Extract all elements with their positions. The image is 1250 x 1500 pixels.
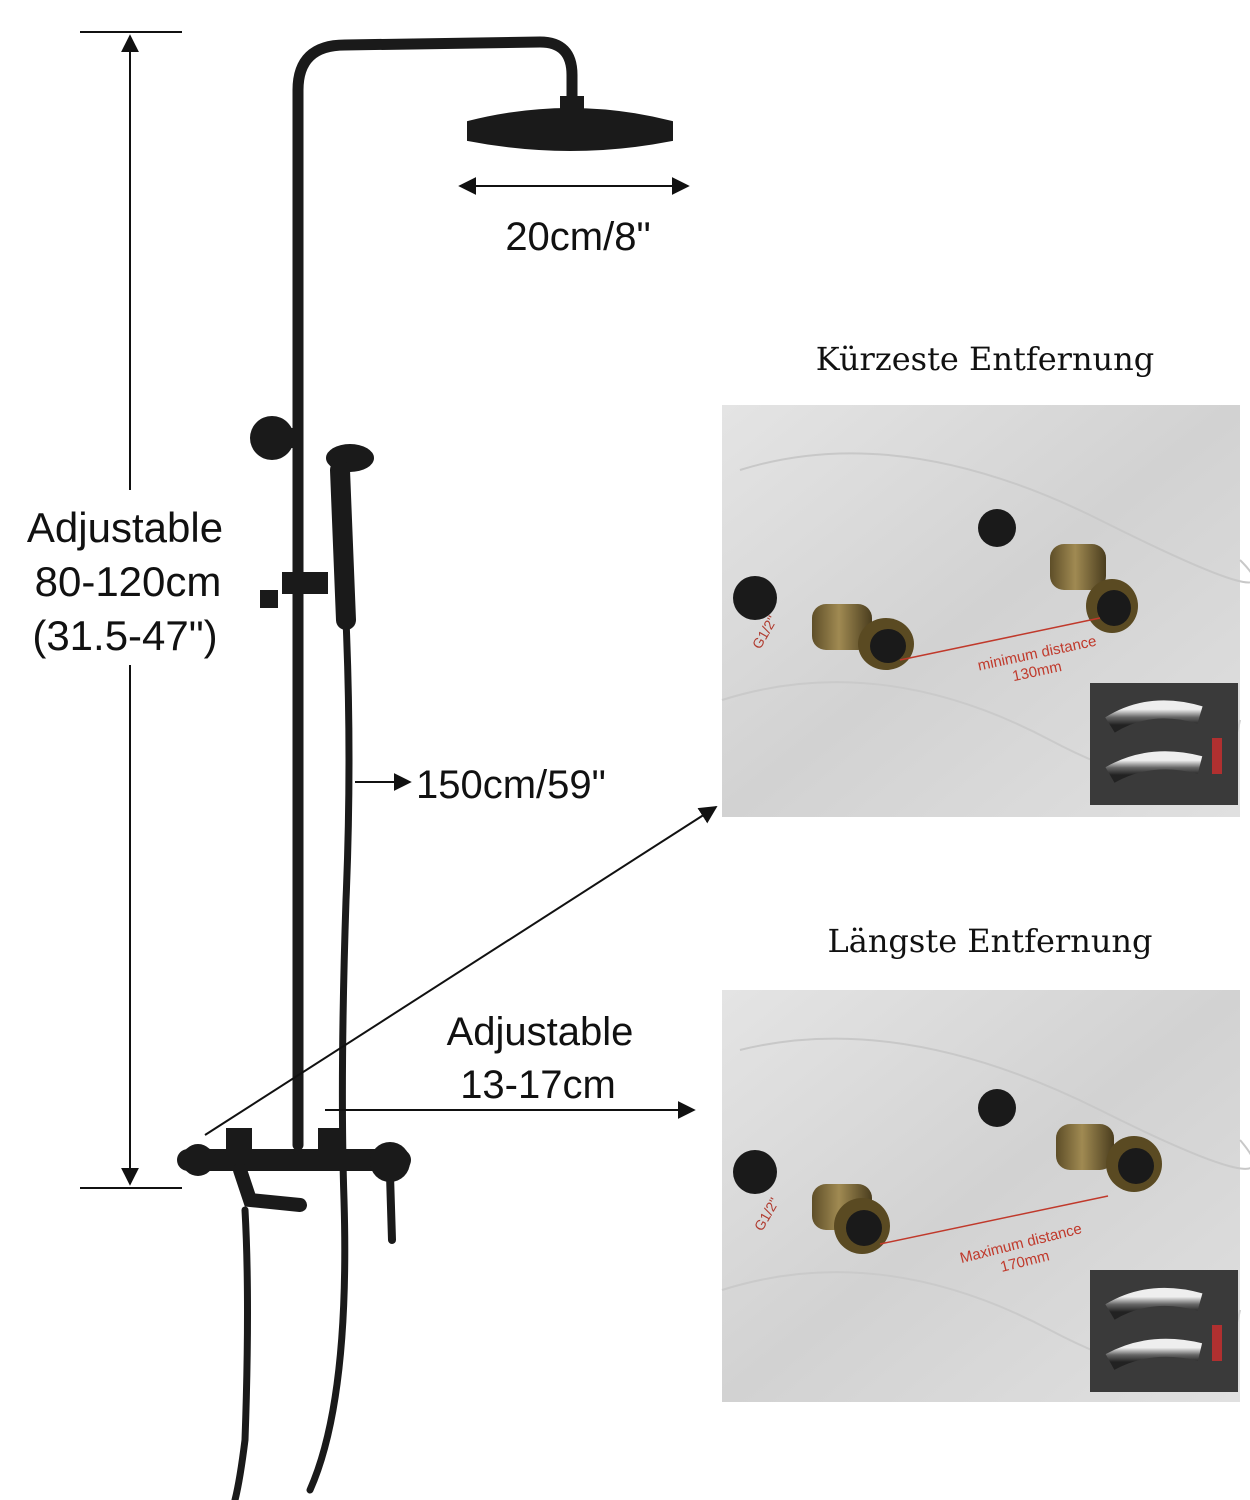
water-outlet [978, 509, 1016, 547]
mixer-lever [386, 1171, 396, 1244]
height-label-line1: Adjustable [27, 504, 223, 551]
panel-shortest-distance: Kürzeste Entfernung G1/2" minimum distan… [721, 340, 1250, 817]
panel-longest-distance: Längste Entfernung G1/2" Maximum distanc… [721, 922, 1250, 1402]
spacing-label-line1: Adjustable [447, 1010, 634, 1054]
hand-shower-handle [330, 460, 356, 630]
head-diameter-label: 20cm/8" [505, 215, 650, 259]
inset-thumbnail [1090, 1270, 1238, 1392]
height-label-line2: 80-120cm [35, 558, 222, 605]
brass-fitting [1050, 544, 1138, 633]
panel-title: Kürzeste Entfernung [816, 340, 1155, 378]
shower-hose [306, 616, 353, 1494]
hose-length-dimension: 150cm/59" [355, 763, 606, 807]
tub-spout [233, 1163, 307, 1212]
shower-fixture [177, 36, 673, 1500]
water-outlet [978, 1089, 1016, 1127]
height-label-line3: (31.5-47") [32, 612, 217, 659]
hose-length-label: 150cm/59" [416, 763, 606, 807]
inset-thumbnail [1090, 683, 1238, 805]
head-diameter-dimension: 20cm/8" [458, 177, 690, 259]
brass-fitting [812, 604, 914, 670]
hand-shower-holder [282, 572, 328, 594]
rain-shower-head [467, 108, 673, 151]
panel-title: Längste Entfernung [827, 922, 1152, 960]
brass-fitting [1056, 1124, 1162, 1192]
spacing-dimension: Adjustable 13-17cm [204, 806, 718, 1136]
water-outlet [733, 576, 777, 620]
spacing-label-line2: 13-17cm [460, 1063, 616, 1107]
water-outlet [733, 1150, 777, 1194]
riser-pipe [292, 36, 578, 1151]
height-dimension: Adjustable 80-120cm (31.5-47") [27, 31, 223, 1189]
brass-fitting [812, 1184, 890, 1254]
